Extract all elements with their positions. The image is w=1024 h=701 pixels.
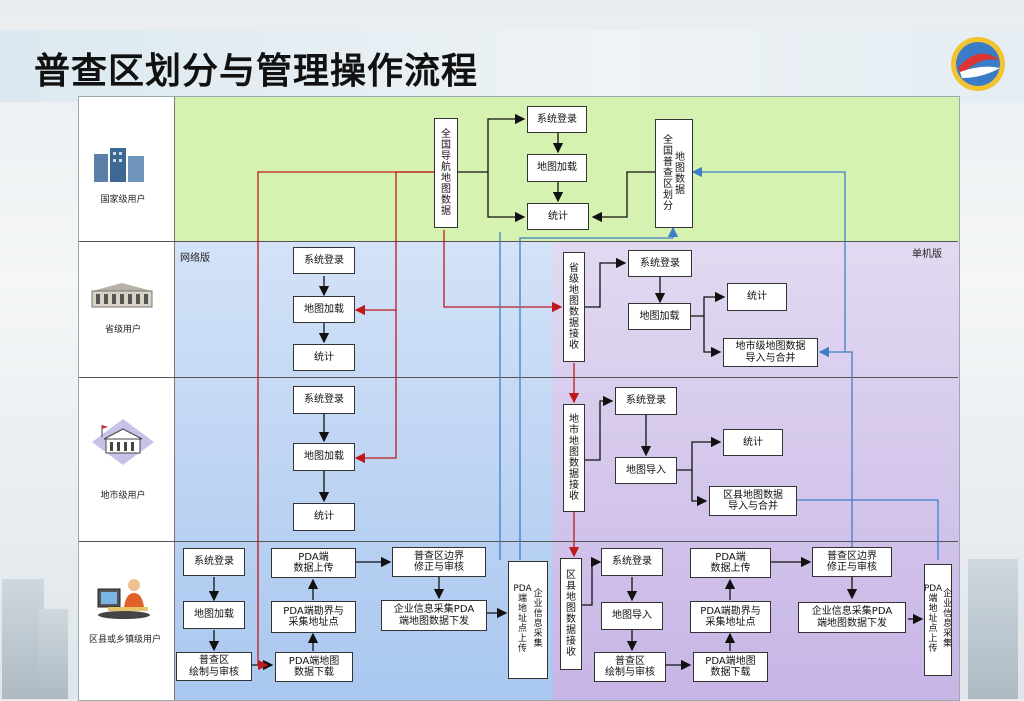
city-login-box: 系统登录	[293, 386, 355, 414]
prov-receive-box: 省 级 地 图 数 据 接 收	[563, 252, 585, 362]
county-s-pda-upload-box: PDA端 数据上传	[690, 548, 771, 578]
provincial-building-icon	[91, 283, 153, 308]
s-pda-addr-text: PDA 端 地 址 点 上 传	[923, 584, 943, 654]
role-label-national: 国家级用户	[100, 195, 146, 205]
ent-collect-text: 企 业 信 息 采 集	[533, 589, 543, 649]
county-s-pda-download-box: PDA端地图 数据下载	[693, 652, 768, 682]
prov-map-load-box: 地图加载	[293, 296, 355, 323]
role-label-county: 区县或乡镇级用户	[88, 635, 161, 645]
national-login-box: 系统登录	[527, 106, 587, 133]
county-s-ent-pda-box: 企业信息采集PDA 端地图数据下发	[798, 602, 906, 633]
county-boundary-box: 普查区边界 修正与审核	[392, 547, 486, 577]
county-user-icon	[97, 579, 150, 619]
census-map-text-a: 全 国 普 查 区 划 分	[663, 135, 673, 212]
network-version-label: 网络版	[180, 253, 210, 264]
city-stats-box: 统计	[293, 503, 355, 531]
role-column-divider	[174, 97, 175, 700]
city-s-import-box: 区县地图数据 导入与合并	[709, 486, 797, 516]
county-pda-addr-ent-box: PDA 端 地 址 点 上 传 企 业 信 息 采 集	[508, 561, 548, 679]
city-map-load-box: 地图加载	[293, 443, 355, 471]
pda-addr-text: PDA 端 地 址 点 上 传	[513, 584, 532, 654]
row-divider	[79, 241, 958, 242]
page-title: 普查区划分与管理操作流程	[34, 51, 479, 92]
national-stats-box: 统计	[527, 203, 589, 230]
row-divider	[79, 541, 958, 542]
role-label-provincial: 省级用户	[104, 325, 141, 335]
s-ent-collect-text: 企 业 信 息 采 集	[943, 589, 953, 649]
row-divider	[79, 377, 958, 378]
county-login-box: 系统登录	[183, 548, 245, 576]
county-s-map-import-box: 地图导入	[601, 602, 663, 630]
standalone-version-label: 单机版	[912, 249, 942, 260]
background-building	[968, 559, 1018, 699]
prov-s-stats-box: 统计	[727, 283, 787, 311]
national-building-icon	[94, 148, 144, 182]
county-draw-box: 普查区 绘制与审核	[176, 652, 252, 681]
city-s-login-box: 系统登录	[615, 387, 677, 415]
county-ent-pda-box: 企业信息采集PDA 端地图数据下发	[381, 600, 487, 631]
county-pda-upload-box: PDA端 数据上传	[271, 548, 356, 578]
national-census-map-box: 全 国 普 查 区 划 分 地 图 数 据	[655, 119, 693, 228]
county-s-boundary-box: 普查区边界 修正与审核	[812, 547, 892, 577]
prov-s-login-box: 系统登录	[628, 250, 692, 277]
national-nav-map-data-box: 全 国 导 航 地 图 数 据	[434, 118, 458, 228]
county-s-pda-survey-box: PDA端勘界与 采集地址点	[690, 601, 771, 633]
role-label-city: 地市级用户	[100, 491, 146, 501]
county-s-pda-addr-ent-box: PDA 端 地 址 点 上 传 企 业 信 息 采 集	[924, 564, 952, 676]
county-s-draw-box: 普查区 绘制与审核	[594, 652, 666, 682]
background-building	[38, 609, 68, 699]
census-map-text-b: 地 图 数 据	[675, 151, 685, 196]
census-logo-icon	[951, 37, 1005, 91]
city-s-stats-box: 统计	[723, 429, 783, 456]
county-pda-survey-box: PDA端勘界与 采集地址点	[271, 601, 356, 633]
county-pda-download-box: PDA端地图 数据下载	[275, 652, 353, 682]
county-map-load-box: 地图加载	[183, 601, 245, 629]
city-s-map-import-box: 地图导入	[615, 457, 677, 484]
city-building-icon	[92, 419, 154, 465]
prov-s-import-box: 地市级地图数据 导入与合并	[723, 338, 818, 367]
prov-login-box: 系统登录	[293, 247, 355, 274]
national-map-load-box: 地图加载	[527, 154, 587, 182]
city-receive-box: 地 市 地 图 数 据 接 收	[563, 404, 585, 512]
county-receive-box: 区 县 地 图 数 据 接 收	[560, 558, 582, 670]
background-building	[2, 579, 44, 699]
prov-s-map-load-box: 地图加载	[628, 303, 691, 330]
title-band	[0, 30, 1024, 102]
county-s-login-box: 系统登录	[601, 548, 663, 576]
prov-stats-box: 统计	[293, 344, 355, 371]
